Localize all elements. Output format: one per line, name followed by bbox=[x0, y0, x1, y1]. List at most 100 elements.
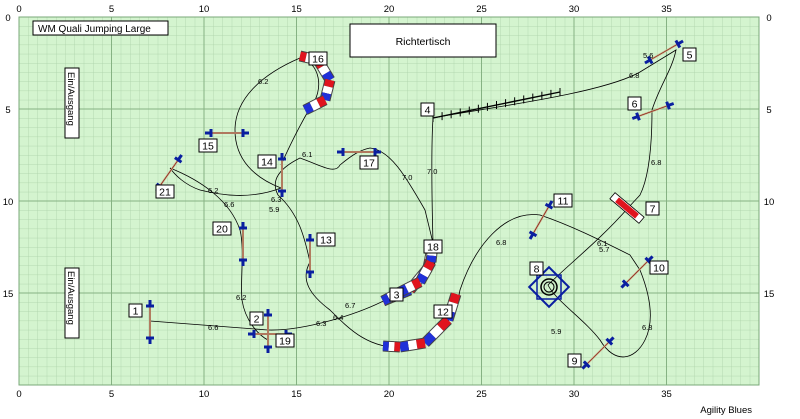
obstacle-number-18: 18 bbox=[423, 239, 443, 254]
obstacle-11-jump bbox=[528, 200, 554, 240]
svg-text:15: 15 bbox=[202, 141, 214, 153]
y-tick-right: 15 bbox=[764, 289, 775, 300]
obstacle-5-jump bbox=[644, 39, 684, 65]
x-axis-bottom-ticks: 0 5 10 15 20 25 30 35 bbox=[16, 389, 671, 400]
y-tick-right: 0 bbox=[766, 13, 771, 24]
obstacle-number-12: 12 bbox=[433, 304, 453, 319]
dog-path bbox=[149, 49, 677, 358]
y-tick-left: 10 bbox=[3, 197, 14, 208]
x-tick-top: 10 bbox=[199, 4, 210, 15]
obstacle-number-20: 20 bbox=[212, 221, 232, 236]
x-tick-top: 5 bbox=[109, 4, 114, 15]
x-tick-top: 20 bbox=[384, 4, 395, 15]
obstacle-number-4: 4 bbox=[420, 102, 435, 117]
entry-exit-bottom: Ein/Ausgang bbox=[64, 267, 80, 339]
distance-label: 5.6 bbox=[643, 51, 653, 60]
distance-label: 7.0 bbox=[427, 167, 437, 176]
svg-text:6: 6 bbox=[632, 99, 638, 111]
distance-label: 6.8 bbox=[642, 323, 652, 332]
distance-label: 6.7 bbox=[345, 301, 355, 310]
distance-label: 5.9 bbox=[551, 327, 561, 336]
svg-text:Ein/Ausgang: Ein/Ausgang bbox=[65, 72, 76, 126]
x-tick-bottom: 0 bbox=[16, 389, 21, 400]
obstacle-14-jump bbox=[278, 153, 286, 197]
obstacle-number-16: 16 bbox=[308, 51, 328, 66]
y-axis-right-ticks: 0 5 10 15 bbox=[764, 13, 775, 300]
footer-credit: Agility Blues bbox=[700, 405, 752, 416]
distance-label: 6.2 bbox=[258, 77, 268, 86]
obstacle-number-3: 3 bbox=[389, 287, 404, 302]
distance-label: 6.6 bbox=[224, 200, 234, 209]
obstacle-number-8: 8 bbox=[529, 261, 544, 276]
svg-text:11: 11 bbox=[558, 196, 569, 208]
y-tick-right: 10 bbox=[764, 197, 775, 208]
obstacle-number-14: 14 bbox=[257, 154, 277, 169]
distance-label: 6.2 bbox=[208, 186, 218, 195]
y-tick-left: 5 bbox=[5, 105, 10, 116]
distance-label: 5.7 bbox=[599, 245, 609, 254]
svg-text:20: 20 bbox=[216, 224, 228, 236]
x-tick-top: 30 bbox=[569, 4, 580, 15]
distance-label: 6.8 bbox=[496, 238, 506, 247]
obstacle-number-5: 5 bbox=[682, 47, 697, 62]
obstacle-1-jump bbox=[146, 300, 154, 344]
svg-text:13: 13 bbox=[320, 235, 332, 247]
obstacle-number-21: 21 bbox=[155, 184, 175, 199]
svg-text:19: 19 bbox=[279, 336, 291, 348]
obstacle-4-dogwalk bbox=[432, 88, 561, 122]
x-tick-bottom: 10 bbox=[199, 389, 210, 400]
obstacle-number-13: 13 bbox=[316, 232, 336, 247]
distance-label: 6.3 bbox=[316, 319, 326, 328]
svg-text:18: 18 bbox=[427, 242, 439, 254]
svg-text:14: 14 bbox=[261, 157, 273, 169]
x-tick-bottom: 35 bbox=[661, 389, 672, 400]
svg-text:2: 2 bbox=[254, 314, 260, 326]
x-tick-bottom: 5 bbox=[109, 389, 114, 400]
y-tick-left: 0 bbox=[5, 13, 10, 24]
obstacle-number-15: 15 bbox=[198, 138, 218, 153]
obstacle-number-17: 17 bbox=[359, 155, 379, 170]
x-tick-top: 0 bbox=[16, 4, 21, 15]
judge-table-label: Richtertisch bbox=[396, 36, 451, 48]
svg-text:10: 10 bbox=[653, 263, 665, 275]
course-title-box: WM Quali Jumping Large bbox=[32, 20, 169, 36]
svg-text:9: 9 bbox=[572, 356, 578, 368]
distance-label: 6.3 bbox=[271, 195, 281, 204]
entry-exit-top: Ein/Ausgang bbox=[64, 67, 80, 139]
obstacle-number-11: 11 bbox=[553, 193, 573, 208]
x-tick-bottom: 25 bbox=[476, 389, 487, 400]
obstacle-9-jump bbox=[581, 336, 615, 370]
x-tick-top: 35 bbox=[661, 4, 672, 15]
obstacle-number-19: 19 bbox=[275, 333, 295, 348]
distance-label: 6.8 bbox=[629, 71, 639, 80]
x-tick-top: 15 bbox=[291, 4, 302, 15]
svg-text:8: 8 bbox=[534, 264, 540, 276]
obstacle-20-jump bbox=[239, 222, 247, 266]
obstacle-number-7: 7 bbox=[645, 201, 660, 216]
x-tick-bottom: 15 bbox=[291, 389, 302, 400]
x-tick-bottom: 20 bbox=[384, 389, 395, 400]
obstacle-8-table bbox=[527, 265, 571, 309]
distance-label: 7.0 bbox=[402, 173, 412, 182]
svg-text:17: 17 bbox=[363, 158, 375, 170]
distance-label: 6.2 bbox=[236, 293, 246, 302]
x-tick-bottom: 30 bbox=[569, 389, 580, 400]
svg-text:3: 3 bbox=[394, 290, 400, 302]
svg-text:21: 21 bbox=[159, 187, 171, 199]
obstacle-6-jump bbox=[631, 101, 675, 121]
y-tick-right: 5 bbox=[766, 105, 771, 116]
obstacle-number-2: 2 bbox=[249, 311, 264, 326]
judge-table: Richtertisch bbox=[349, 23, 497, 58]
distance-label: 6.8 bbox=[651, 158, 661, 167]
obstacle-number-1: 1 bbox=[128, 303, 143, 318]
distance-label: 6.4 bbox=[333, 313, 343, 322]
svg-text:Ein/Ausgang: Ein/Ausgang bbox=[65, 271, 76, 325]
distance-label: 5.9 bbox=[269, 205, 279, 214]
svg-text:16: 16 bbox=[312, 54, 324, 66]
obstacle-number-6: 6 bbox=[627, 96, 642, 111]
obstacle-13-jump bbox=[306, 234, 314, 278]
